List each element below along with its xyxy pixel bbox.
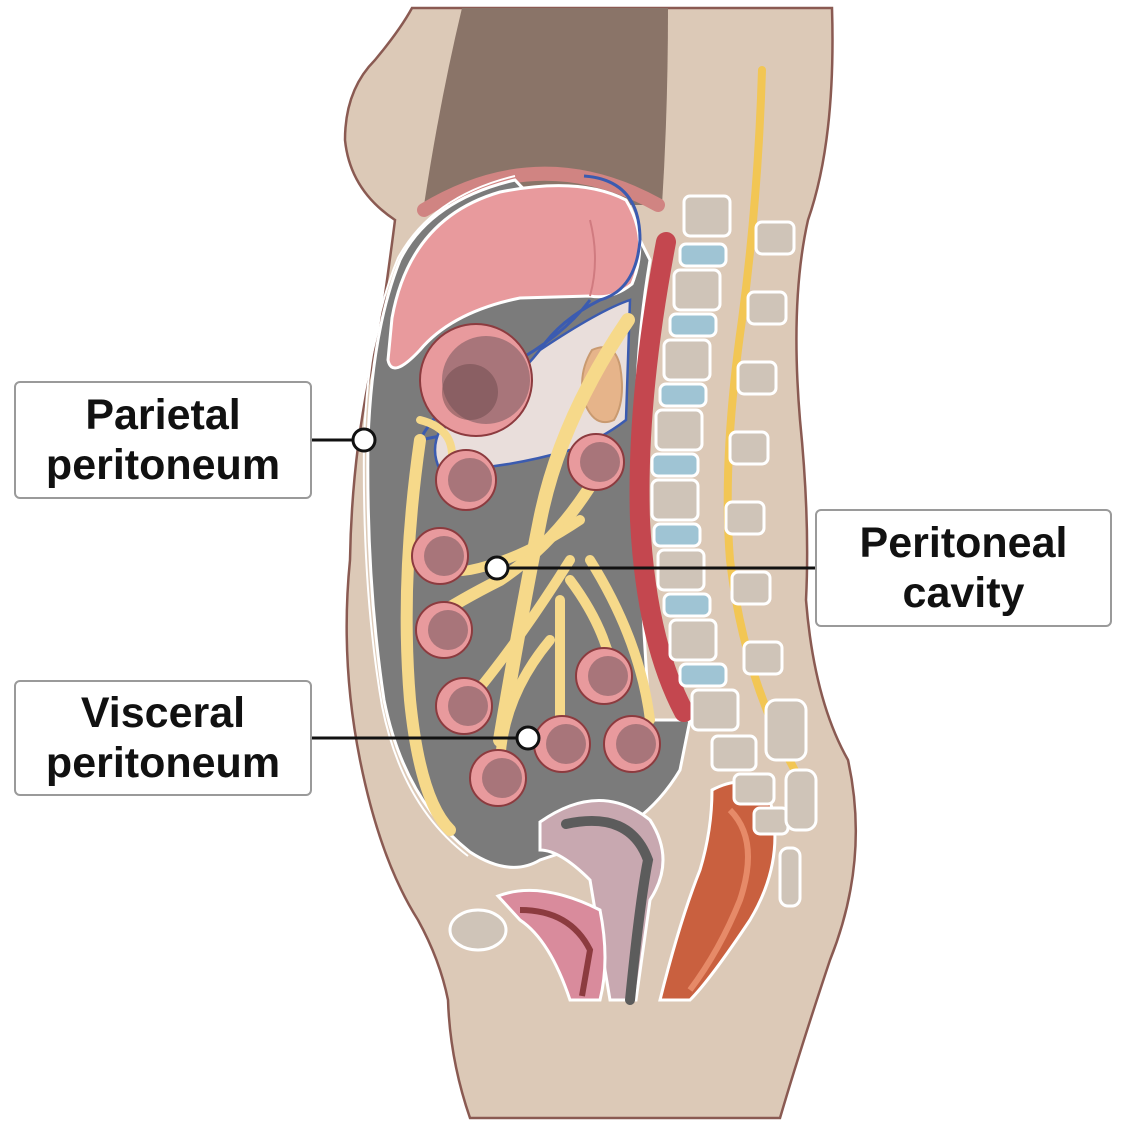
aorta [629, 232, 694, 722]
parietal-peritoneum-label: Parietal peritoneum [14, 381, 312, 499]
parietal-marker [351, 427, 377, 453]
intestine-loops [411, 433, 661, 807]
uterus [538, 799, 665, 1005]
marker-dots [351, 427, 541, 751]
visceral-label-line2: peritoneum [45, 739, 281, 787]
transverse-colon [419, 323, 533, 437]
peritoneal-label-line1: Peritoneal [859, 519, 1068, 567]
visceral-marker [515, 725, 541, 751]
peritoneal-cavity-label: Peritoneal cavity [815, 509, 1112, 627]
parietal-peritoneum-line [362, 175, 516, 857]
peritoneal-label-line2: cavity [902, 569, 1025, 617]
parietal-label-line2: peritoneum [45, 441, 281, 489]
peritoneal-marker [484, 555, 510, 581]
diaphragm [417, 166, 665, 217]
vertebral-column [650, 194, 790, 836]
liver-lobe-line [589, 219, 596, 297]
visceral-label-line1: Visceral [80, 689, 246, 737]
visceral-peritoneum-label: Visceral peritoneum [14, 680, 312, 796]
pubic-bone [448, 908, 508, 952]
thoracic-cavity [424, 8, 668, 205]
parietal-label-line1: Parietal [85, 391, 241, 439]
liver [386, 184, 642, 370]
spinous-processes [724, 220, 818, 908]
bladder [495, 888, 607, 1002]
